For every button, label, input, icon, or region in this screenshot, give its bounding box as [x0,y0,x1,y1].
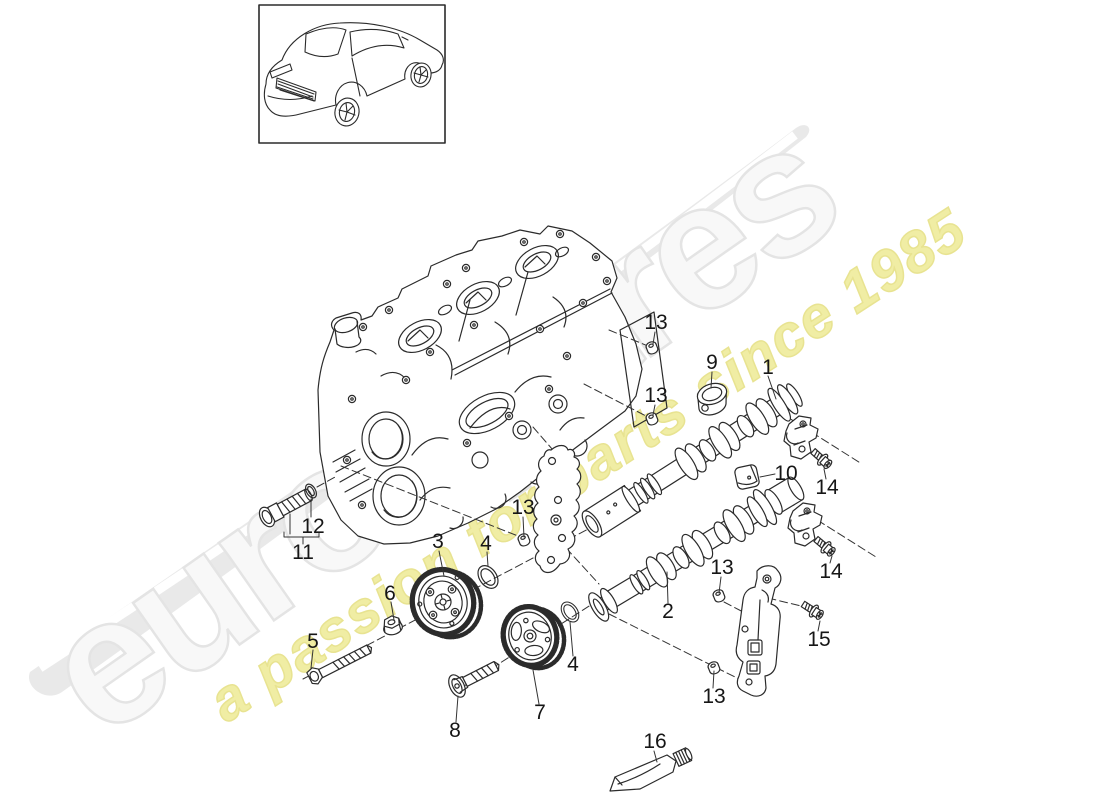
chain-tensioner-drawing [735,565,782,697]
camshaft-adjuster-gear-drawing [409,566,484,640]
leader-lines [283,331,833,763]
seal-ring-drawing [304,483,318,499]
camshaft-bolt-drawing [258,488,313,528]
valve-piece-drawing [734,464,760,490]
hex-nut-drawing [383,615,403,636]
flange-bolt-drawing [448,660,500,698]
camshaft-1-drawing [581,383,803,538]
tensioner-bolt-drawing [798,597,827,623]
cap-bolt-drawing [807,445,835,472]
tappet-drawing [696,382,728,416]
chain-sprocket-drawing [500,603,567,671]
cap-bolt-drawing [811,533,839,560]
bolt-drawing [306,644,373,685]
sealant-tube-drawing [609,747,693,792]
vehicle-thumbnail [258,4,446,144]
camshaft-2-drawing [588,476,805,622]
bearing-bridge-drawing [532,444,582,574]
cylinder-head-drawing [317,225,668,545]
o-ring-drawing [557,598,583,626]
stud-nut-drawing [644,339,660,356]
